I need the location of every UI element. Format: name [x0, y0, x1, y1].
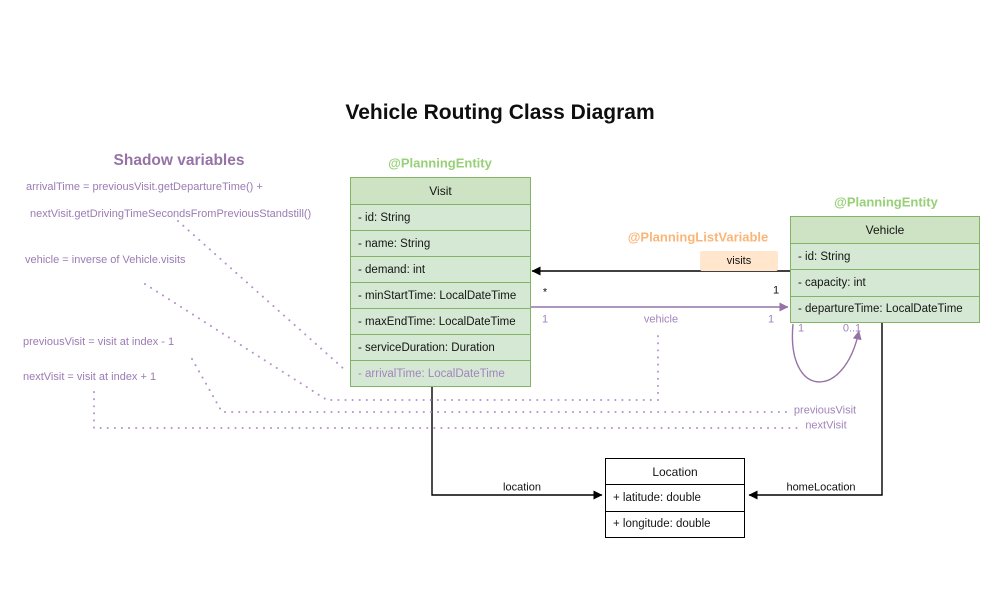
- planning-list-variable-annotation: @PlanningListVariable: [627, 229, 769, 245]
- visits-edge-label-badge: visits: [700, 251, 778, 271]
- loop-multiplicity-one: 1: [797, 322, 805, 335]
- vehicle-field-row: - departureTime: LocalDateTime: [791, 295, 979, 322]
- vehicle-stereotype: @PlanningEntity: [834, 194, 938, 210]
- visit-shadow-field-arrival-time: - arrivalTime: LocalDateTime: [351, 360, 530, 386]
- shadow-formula-previous-visit: previousVisit = visit at index - 1: [23, 336, 175, 348]
- vehicle-field-row: - id: String: [791, 243, 979, 269]
- class-location: Location + latitude: double+ longitude: …: [605, 458, 745, 538]
- shadow-formula-next-visit: nextVisit = visit at index + 1: [23, 371, 157, 383]
- visit-field-row: - name: String: [351, 230, 530, 256]
- vehicle-edge-label: vehicle: [643, 313, 679, 326]
- previous-visit-edge-label: previousVisit: [793, 404, 857, 417]
- shadow-formula-arrival-time-2: nextVisit.getDrivingTimeSecondsFromPrevi…: [30, 208, 312, 220]
- visit-class-name: Visit: [351, 178, 530, 204]
- shadow-formula-arrival-time-1: arrivalTime = previousVisit.getDeparture…: [26, 181, 263, 193]
- edge-location: [431, 385, 603, 500]
- visit-field-row: - id: String: [351, 204, 530, 230]
- visits-multiplicity-one: 1: [772, 284, 780, 297]
- vehicle-class-name: Vehicle: [791, 217, 979, 243]
- visit-field-row: - demand: int: [351, 256, 530, 282]
- visit-field-row: - serviceDuration: Duration: [351, 334, 530, 360]
- location-field-row: + latitude: double: [606, 484, 744, 511]
- shadow-formula-vehicle: vehicle = inverse of Vehicle.visits: [25, 254, 186, 266]
- shadow-variables-heading: Shadow variables: [113, 152, 245, 169]
- vehicle-edge-multiplicity-right: 1: [767, 313, 775, 326]
- visit-field-row: - maxEndTime: LocalDateTime: [351, 308, 530, 334]
- visits-multiplicity-star: *: [542, 286, 548, 299]
- dotted-arrival-time-connector: [177, 220, 345, 370]
- visits-edge-label: visits: [726, 255, 752, 267]
- visit-fields: - id: String- name: String- demand: int-…: [351, 204, 530, 360]
- location-field-row: + longitude: double: [606, 510, 744, 538]
- dotted-next-visit-connector: [93, 391, 800, 429]
- next-visit-edge-label: nextVisit: [805, 419, 847, 432]
- vehicle-edge-multiplicity-left: 1: [541, 313, 549, 326]
- class-vehicle: Vehicle - id: String- capacity: int- dep…: [790, 216, 980, 323]
- home-location-edge-label: homeLocation: [786, 481, 856, 494]
- location-class-name: Location: [606, 459, 744, 484]
- class-visit: Visit - id: String- name: String- demand…: [350, 177, 531, 387]
- vehicle-fields: - id: String- capacity: int- departureTi…: [791, 243, 979, 322]
- location-fields: + latitude: double+ longitude: double: [606, 484, 744, 537]
- location-edge-label: location: [503, 481, 541, 494]
- vehicle-field-row: - capacity: int: [791, 269, 979, 295]
- loop-multiplicity-zero-one: 0..1: [842, 322, 862, 335]
- diagram-title: Vehicle Routing Class Diagram: [345, 101, 655, 124]
- visit-stereotype: @PlanningEntity: [388, 155, 492, 171]
- visit-field-row: - minStartTime: LocalDateTime: [351, 282, 530, 308]
